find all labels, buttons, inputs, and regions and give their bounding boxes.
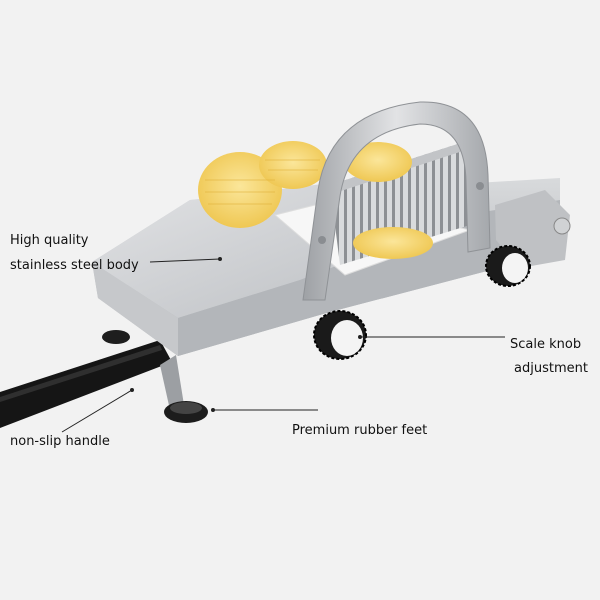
callout-handle-line: [61, 389, 133, 433]
label-knob-line1: Scale knob: [510, 337, 582, 352]
label-feet: Premium rubber feet: [292, 423, 428, 438]
label-body-line1: High quality: [10, 233, 89, 248]
scale-knob-back: [485, 245, 531, 287]
front-legs: [160, 355, 208, 423]
potato-slices: [198, 141, 433, 259]
label-handle: non-slip handle: [10, 434, 110, 449]
arch-frame: [302, 101, 491, 301]
rubber-foot-back: [102, 330, 130, 344]
callout-body-line: [149, 258, 221, 263]
callout-lines: [61, 257, 505, 433]
label-knob-line2: adjustment: [514, 361, 588, 376]
scale-knob-front: [313, 310, 367, 360]
handle-bar: [0, 340, 172, 428]
handle-group: [0, 340, 172, 428]
label-body-line2: stainless steel body: [10, 258, 139, 273]
